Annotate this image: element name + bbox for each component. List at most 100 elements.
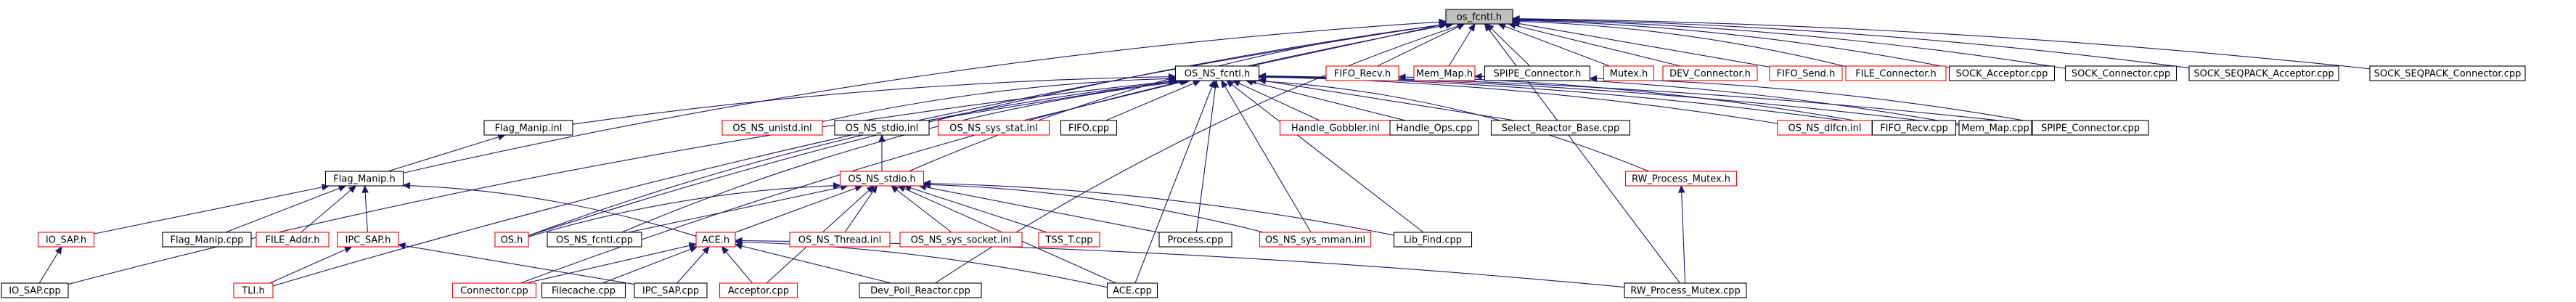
node-label: OS_NS_sys_socket.inl — [911, 235, 1012, 246]
node-spipe-connector-cpp[interactable]: SPIPE_Connector.cpp — [2032, 120, 2149, 136]
node-os-ns-thread-inl[interactable]: OS_NS_Thread.inl — [789, 232, 891, 248]
edge-sock-connector-cpp-to-os-fcntl-h — [1512, 19, 2066, 69]
node-os-h[interactable]: OS.h — [494, 232, 529, 248]
node-box — [1603, 65, 1655, 81]
node-os-ns-sys-socket-inl[interactable]: OS_NS_sys_socket.inl — [899, 232, 1023, 248]
node-tli-h[interactable]: TLI.h — [233, 282, 274, 298]
node-os-ns-unistd-inl[interactable]: OS_NS_unistd.inl — [721, 120, 823, 136]
node-mutex-h[interactable]: Mutex.h — [1603, 65, 1655, 81]
node-label: RW_Process_Mutex.h — [1632, 174, 1730, 185]
edge-os-ns-sys-mman-inl-to-os-ns-stdio-h — [923, 184, 1264, 233]
node-mem-map-cpp[interactable]: Mem_Map.cpp — [1958, 120, 2032, 136]
node-dev-poll-reactor-cpp[interactable]: Dev_Poll_Reactor.cpp — [859, 282, 982, 298]
node-label: ACE.cpp — [1113, 286, 1152, 297]
node-os-ns-fcntl-h[interactable]: OS_NS_fcntl.h — [1174, 65, 1260, 81]
node-connector-cpp[interactable]: Connector.cpp — [451, 282, 537, 298]
node-box — [1393, 232, 1473, 248]
arrowhead — [721, 246, 729, 255]
edge-os-ns-fcntl-cpp-to-os-ns-fcntl-h — [621, 80, 1190, 233]
node-os-fcntl-h[interactable]: os_fcntl.h — [1445, 9, 1513, 25]
node-label: Flag_Manip.h — [333, 174, 395, 185]
node-box — [1948, 65, 2056, 81]
node-ace-cpp[interactable]: ACE.cpp — [1106, 282, 1158, 298]
node-box — [2188, 65, 2339, 81]
arrowhead — [1397, 73, 1406, 81]
edge-flag-manip-h-to-os-fcntl-h — [403, 21, 1447, 174]
edge-ace-cpp-to-os-ns-fcntl-h — [1134, 80, 1215, 284]
edge-rw-process-mutex-cpp-to-ace-h — [735, 240, 1625, 288]
arrowhead — [1677, 184, 1685, 193]
node-flag-manip-cpp[interactable]: Flag_Manip.cpp — [162, 232, 252, 248]
node-box — [1624, 282, 1747, 298]
edge-rw-process-mutex-cpp-to-os-fcntl-h — [1484, 23, 1680, 284]
node-fifo-recv-h[interactable]: FIFO_Recv.h — [1325, 65, 1399, 81]
node-box — [1060, 120, 1118, 136]
node-os-ns-dlfcn-inl[interactable]: OS_NS_dlfcn.inl — [1777, 120, 1873, 136]
node-lib-find-cpp[interactable]: Lib_Find.cpp — [1393, 232, 1473, 248]
edge-flag-manip-h-to-flag-manip-inl — [388, 134, 505, 172]
arrowhead — [1497, 23, 1506, 30]
arrowhead — [338, 184, 347, 192]
node-os-ns-sys-stat-inl[interactable]: OS_NS_sys_stat.inl — [937, 120, 1050, 136]
node-tss-t-cpp[interactable]: TSS_T.cpp — [1038, 232, 1100, 248]
node-spipe-connector-h[interactable]: SPIPE_Connector.h — [1484, 65, 1591, 81]
node-label: OS.h — [501, 235, 523, 246]
node-file-addr-h[interactable]: FILE_Addr.h — [255, 232, 330, 248]
node-handle-gobbler-inl[interactable]: Handle_Gobbler.inl — [1279, 120, 1392, 136]
arrowhead — [343, 246, 353, 253]
node-box — [451, 282, 537, 298]
node-ipc-sap-cpp[interactable]: IPC_SAP.cpp — [634, 282, 708, 298]
node-os-ns-sys-mman-inl[interactable]: OS_NS_sys_mman.inl — [1259, 232, 1372, 248]
node-label: FIFO_Send.h — [1777, 69, 1836, 80]
node-fifo-cpp[interactable]: FIFO.cpp — [1060, 120, 1118, 136]
node-box — [1662, 65, 1758, 81]
node-os-ns-stdio-inl[interactable]: OS_NS_stdio.inl — [834, 120, 930, 136]
node-select-reactor-base-cpp[interactable]: Select_Reactor_Base.cpp — [1490, 120, 1631, 136]
edge-rw-process-mutex-cpp-to-rw-process-mutex-h — [1680, 185, 1686, 284]
node-fifo-send-h[interactable]: FIFO_Send.h — [1769, 65, 1843, 81]
node-box — [1038, 232, 1100, 248]
node-rw-process-mutex-cpp[interactable]: RW_Process_Mutex.cpp — [1624, 282, 1747, 298]
edge-file-connector-h-to-os-fcntl-h — [1512, 20, 1847, 68]
edge-spipe-connector-h-to-os-fcntl-h — [1486, 23, 1531, 67]
node-sock-seqpack-acceptor-cpp[interactable]: SOCK_SEQPACK_Acceptor.cpp — [2188, 65, 2339, 81]
arrowhead — [1468, 23, 1476, 32]
arrowhead — [897, 185, 907, 192]
node-label: Select_Reactor_Base.cpp — [1502, 123, 1620, 134]
edge-acceptor-cpp-to-ace-h — [721, 246, 753, 284]
node-io-sap-cpp[interactable]: IO_SAP.cpp — [1, 282, 69, 298]
node-filecache-cpp[interactable]: Filecache.cpp — [541, 282, 626, 298]
edge-process-cpp-to-os-ns-stdio-h — [919, 185, 1160, 233]
node-acceptor-cpp[interactable]: Acceptor.cpp — [719, 282, 798, 298]
node-io-sap-h[interactable]: IO_SAP.h — [37, 232, 95, 248]
arrowhead — [923, 179, 931, 187]
node-ipc-sap-h[interactable]: IPC_SAP.h — [337, 232, 399, 248]
node-sock-connector-cpp[interactable]: SOCK_Connector.cpp — [2064, 65, 2178, 81]
node-fifo-recv-cpp[interactable]: FIFO_Recv.cpp — [1871, 120, 1957, 136]
node-label: OS_NS_sys_mman.inl — [1265, 235, 1365, 246]
node-box — [1845, 65, 1947, 81]
node-label: OS_NS_fcntl.h — [1185, 69, 1251, 80]
arrowhead — [54, 245, 62, 255]
node-handle-ops-cpp[interactable]: Handle_Ops.cpp — [1389, 120, 1479, 136]
arrowhead — [1192, 80, 1201, 87]
node-rw-process-mutex-h[interactable]: RW_Process_Mutex.h — [1624, 171, 1738, 187]
node-dev-connector-h[interactable]: DEV_Connector.h — [1662, 65, 1758, 81]
node-sock-seqpack-connector-cpp[interactable]: SOCK_SEQPACK_Connector.cpp — [2369, 65, 2526, 81]
node-box — [483, 120, 573, 136]
node-sock-acceptor-cpp[interactable]: SOCK_Acceptor.cpp — [1948, 65, 2056, 81]
node-file-connector-h[interactable]: FILE_Connector.h — [1845, 65, 1947, 81]
edge-sock-seqpack-connector-cpp-to-os-fcntl-h — [1512, 18, 2371, 70]
node-flag-manip-h[interactable]: Flag_Manip.h — [324, 171, 404, 187]
node-flag-manip-inl[interactable]: Flag_Manip.inl — [483, 120, 573, 136]
node-os-ns-stdio-h[interactable]: OS_NS_stdio.h — [839, 171, 925, 187]
node-process-cpp[interactable]: Process.cpp — [1158, 232, 1232, 248]
node-ace-h[interactable]: ACE.h — [695, 232, 736, 248]
node-os-ns-fcntl-cpp[interactable]: OS_NS_fcntl.cpp — [547, 232, 642, 248]
node-box — [37, 232, 95, 248]
node-box — [1958, 120, 2032, 136]
node-label: Lib_Find.cpp — [1404, 235, 1462, 246]
node-mem-map-h[interactable]: Mem_Map.h — [1413, 65, 1476, 81]
